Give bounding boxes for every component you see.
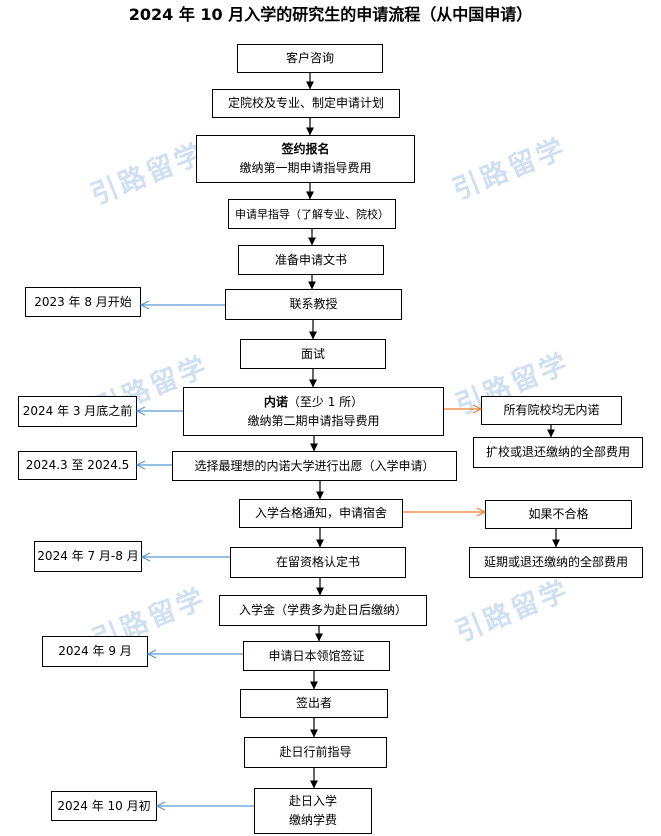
watermark: 引路留学 [451, 574, 575, 649]
step-label: 入学金（学费多为赴日后缴纳） [238, 603, 407, 617]
step-interview: 面试 [240, 339, 386, 369]
step-pre-departure-guidance: 赴日行前指导 [244, 737, 387, 768]
date-note: 2023 年 8 月开始 [25, 287, 141, 317]
step-label: 定院校及专业、制定申请计划 [227, 96, 384, 110]
step-enrollment-fee: 入学金（学费多为赴日后缴纳） [219, 595, 427, 626]
date-note-label: 2024 年 10 月初 [57, 798, 151, 813]
step-heading-line: 内诺（至少 1 所） [264, 393, 363, 412]
step-heading: 签约报名 [281, 142, 330, 156]
branch-condition-not-admitted: 如果不合格 [485, 500, 632, 529]
step-label: 选择最理想的内诺大学进行出愿（入学申请） [194, 458, 435, 473]
step-naidaku: 内诺（至少 1 所） 缴纳第二期申请指导费用 [183, 387, 444, 436]
step-sub-label: 缴纳第一期申请指导费用 [239, 161, 372, 175]
step-heading: 赴日入学 [288, 794, 337, 808]
date-note: 2024 年 9 月 [42, 636, 148, 667]
step-label: 申请早指导（了解专业、院校） [235, 207, 389, 221]
date-note: 2024 年 10 月初 [51, 791, 157, 821]
step-visa-issued: 签出者 [240, 689, 388, 718]
date-note-label: 2024 年 7 月-8 月 [37, 549, 139, 563]
branch-outcome-label: 扩校或退还缴纳的全部费用 [485, 445, 630, 459]
step-arrival-enrollment: 赴日入学 缴纳学费 [254, 788, 372, 834]
step-label: 在留资格认定书 [275, 555, 360, 569]
step-coe: 在留资格认定书 [230, 547, 406, 578]
step-contact-professor: 联系教授 [225, 289, 402, 320]
step-early-guidance: 申请早指导（了解专业、院校） [228, 199, 396, 229]
step-label: 入学合格通知，申请宿舍 [254, 506, 387, 520]
date-note-label: 2024.3 至 2024.5 [25, 458, 130, 472]
date-note-label: 2024 年 9 月 [58, 644, 132, 658]
step-heading: 内诺 [263, 394, 288, 409]
watermark: 引路留学 [448, 132, 572, 207]
branch-outcome-no-naidaku: 扩校或退还缴纳的全部费用 [473, 437, 643, 468]
step-label: 客户咨询 [285, 51, 334, 65]
step-label: 联系教授 [289, 297, 338, 311]
date-note: 2024 年 7 月-8 月 [34, 541, 142, 572]
step-prepare-documents: 准备申请文书 [238, 245, 384, 275]
branch-condition-label: 所有院校均无内诺 [503, 403, 600, 417]
watermark: 引路留学 [86, 137, 210, 212]
step-label: 签出者 [295, 696, 332, 710]
step-school-major-plan: 定院校及专业、制定申请计划 [212, 89, 400, 118]
diagram-title: 2024 年 10 月入学的研究生的申请流程（从中国申请） [128, 5, 533, 24]
step-label: 申请日本领馆签证 [268, 648, 365, 663]
date-note: 2024 年 3 月底之前 [18, 396, 137, 427]
step-label: 赴日行前指导 [279, 745, 352, 759]
date-note: 2024.3 至 2024.5 [18, 451, 137, 480]
step-label: 准备申请文书 [274, 252, 347, 267]
step-heading-note: （至少 1 所） [287, 394, 364, 409]
step-label: 面试 [300, 346, 325, 361]
step-sub-label: 缴纳第二期申请指导费用 [247, 413, 380, 428]
step-sub-label: 缴纳学费 [288, 813, 337, 827]
step-visa-application: 申请日本领馆签证 [243, 641, 390, 671]
step-contract-signup: 签约报名 缴纳第一期申请指导费用 [196, 135, 415, 183]
step-admission-notice: 入学合格通知，申请宿舍 [239, 499, 403, 528]
branch-outcome-not-admitted: 延期或退还缴纳的全部费用 [469, 547, 643, 578]
branch-condition-label: 如果不合格 [528, 507, 589, 521]
branch-outcome-label: 延期或退还缴纳的全部费用 [483, 555, 628, 569]
date-note-label: 2024 年 3 月底之前 [22, 404, 133, 418]
branch-condition-no-naidaku: 所有院校均无内诺 [481, 396, 622, 425]
date-note-label: 2023 年 8 月开始 [34, 294, 132, 309]
step-application: 选择最理想的内诺大学进行出愿（入学申请） [172, 451, 457, 481]
step-customer-consultation: 客户咨询 [237, 44, 383, 73]
